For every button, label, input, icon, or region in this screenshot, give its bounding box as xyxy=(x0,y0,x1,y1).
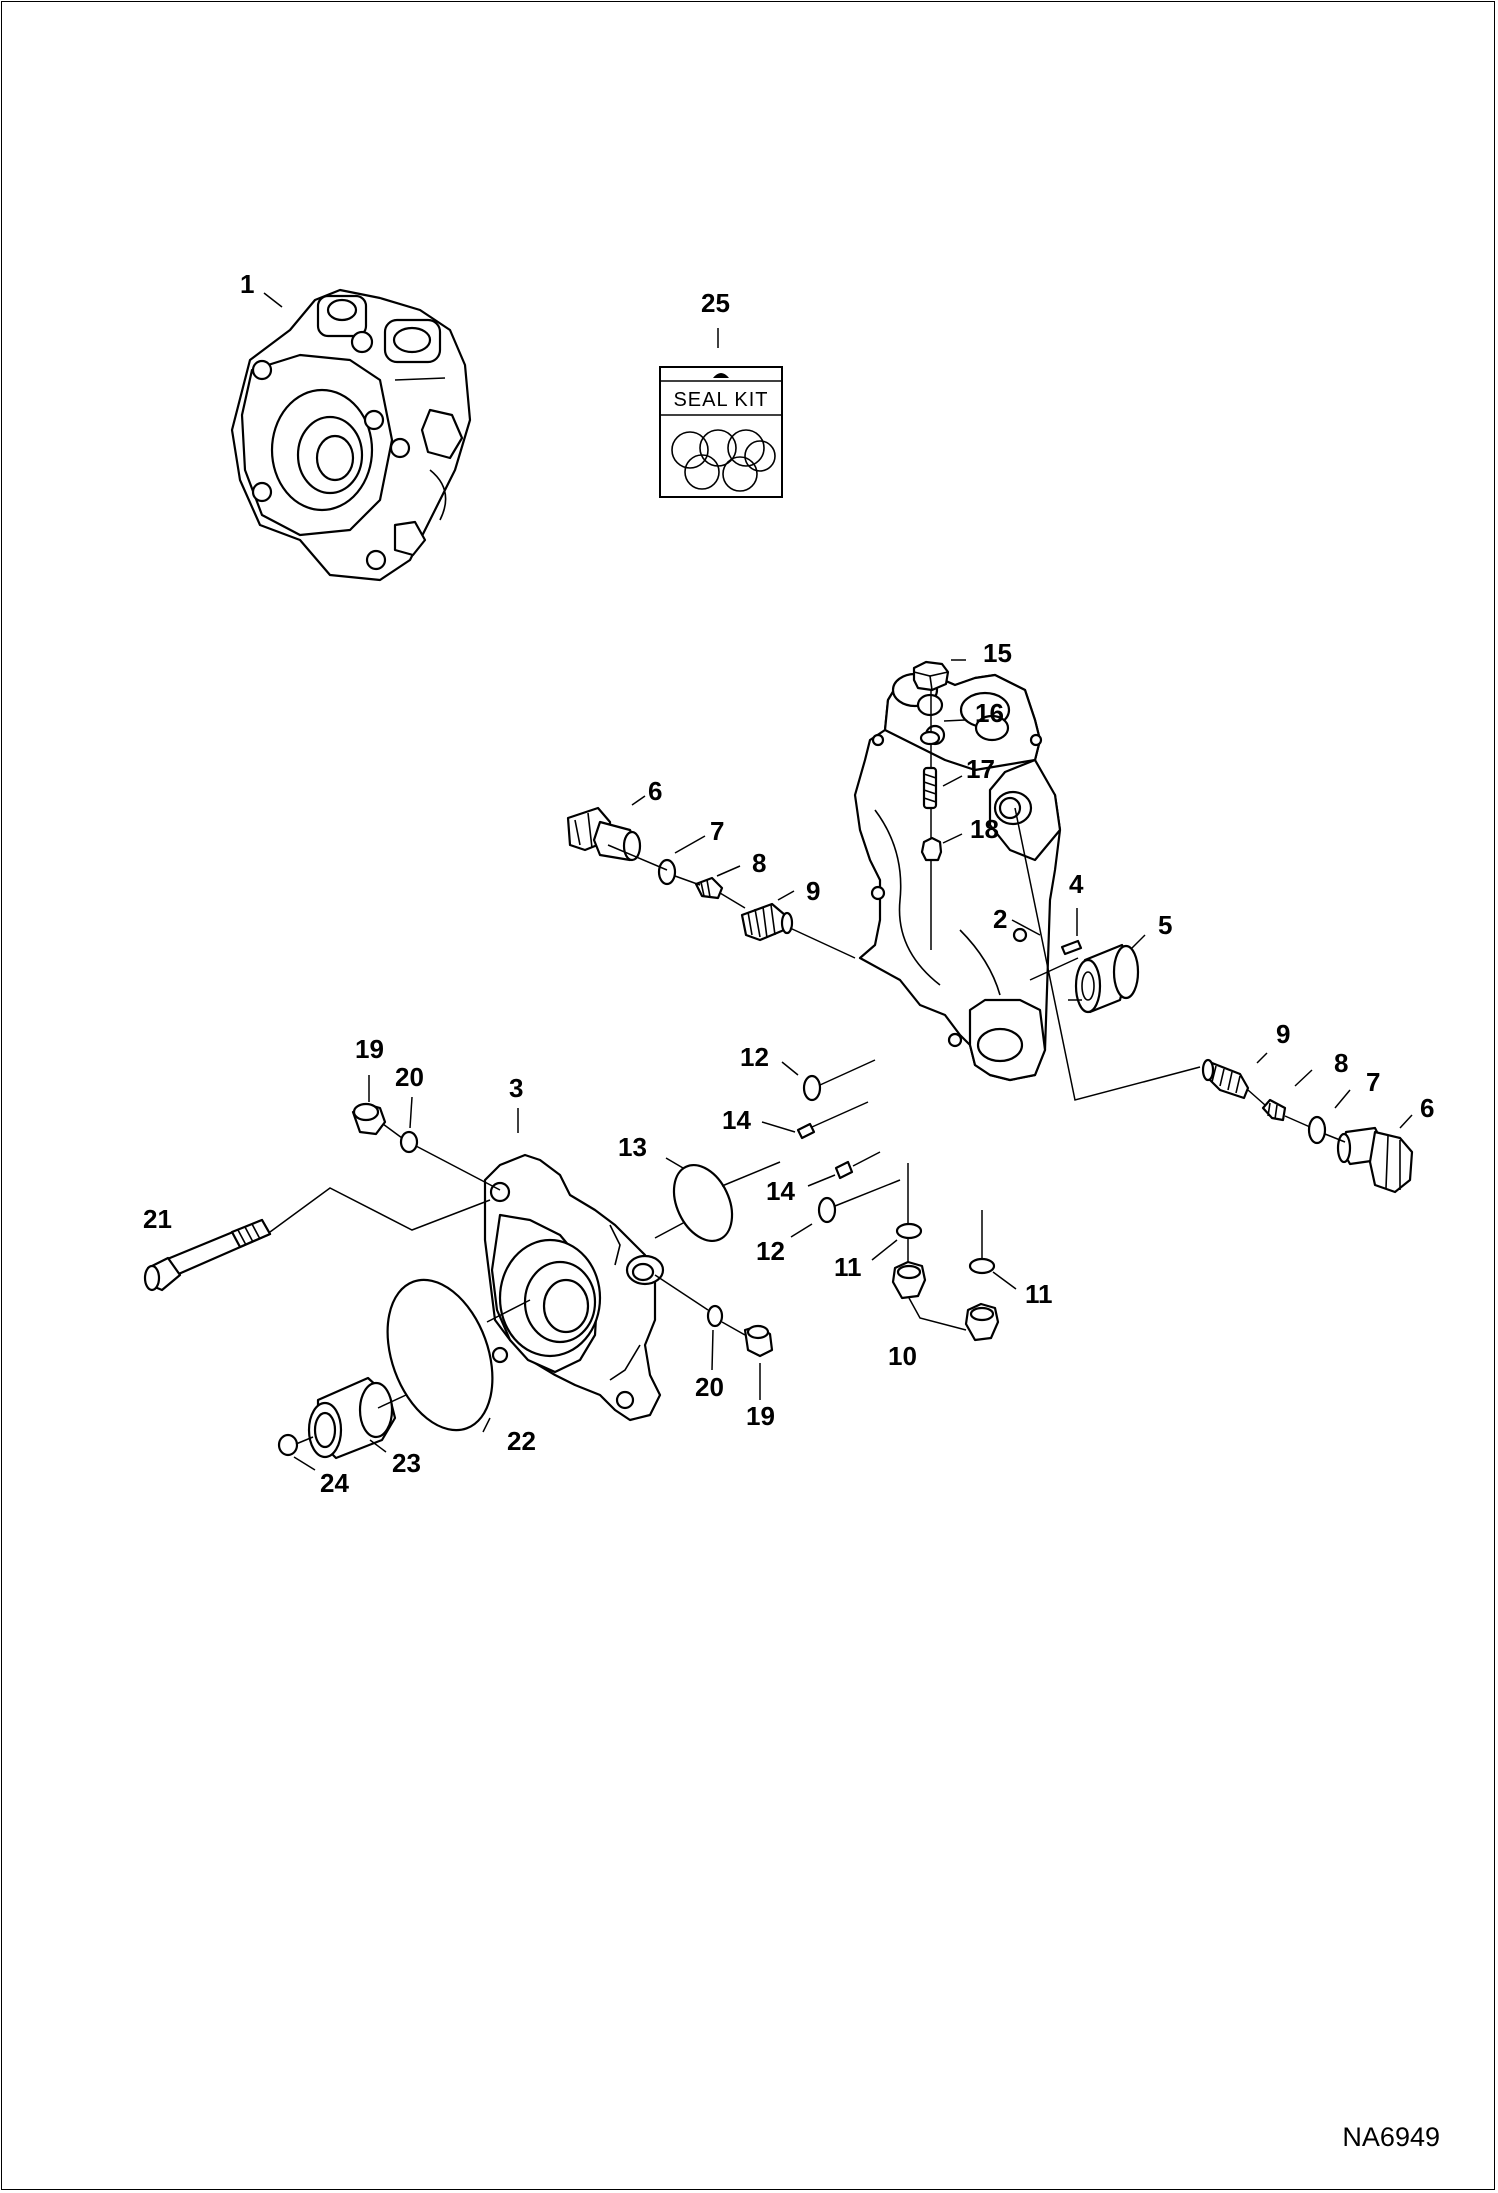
callout-12-upper: 12 xyxy=(740,1042,769,1072)
callout-21: 21 xyxy=(143,1204,172,1234)
callout-7-left: 7 xyxy=(710,816,724,846)
part-8-poppet-right xyxy=(1261,1098,1287,1122)
callout-22: 22 xyxy=(507,1426,536,1456)
part-5-bearing xyxy=(1074,943,1140,1014)
part-10-plug-left xyxy=(891,1260,927,1300)
part-6-relief-valve-left xyxy=(566,806,642,862)
callout-19-left: 19 xyxy=(355,1034,384,1064)
part-19-plug-left xyxy=(351,1102,387,1136)
callout-19-right: 19 xyxy=(746,1401,775,1431)
part-14-pin-lower xyxy=(834,1160,854,1180)
callout-16: 16 xyxy=(975,698,1004,728)
callout-6-left: 6 xyxy=(648,776,662,806)
part-4-pin xyxy=(1060,939,1083,956)
part-16-o-ring xyxy=(919,730,941,746)
part-1-assembled-pump xyxy=(230,288,472,582)
part-7-o-ring-right xyxy=(1307,1115,1327,1145)
callout-20-right: 20 xyxy=(695,1372,724,1402)
callout-5: 5 xyxy=(1158,910,1172,940)
callout-1: 1 xyxy=(240,269,254,299)
part-23-coupler xyxy=(307,1376,397,1460)
part-9-spring-left xyxy=(740,902,794,942)
part-7-o-ring-left xyxy=(657,858,677,886)
callout-8-left: 8 xyxy=(752,848,766,878)
callout-14-lower: 14 xyxy=(766,1176,795,1206)
assembly-center-lines xyxy=(269,690,1346,1445)
part-12-o-ring-lower xyxy=(817,1196,837,1224)
part-20-o-ring-right xyxy=(706,1304,724,1328)
callout-10: 10 xyxy=(888,1341,917,1371)
part-21-cap-screw xyxy=(143,1218,272,1292)
part-22-o-ring xyxy=(386,1278,494,1432)
part-18-poppet xyxy=(920,836,943,862)
callout-labels: 1 25 15 16 17 18 6 7 8 9 2 4 5 9 8 7 6 1… xyxy=(143,269,1434,1498)
callout-13: 13 xyxy=(618,1132,647,1162)
part-3-end-cover xyxy=(483,1153,665,1422)
callout-9-right: 9 xyxy=(1276,1019,1290,1049)
callout-2: 2 xyxy=(993,904,1007,934)
part-20-o-ring-left xyxy=(399,1130,419,1154)
callout-24: 24 xyxy=(320,1468,349,1498)
callout-25: 25 xyxy=(701,288,730,318)
part-15-plug xyxy=(912,660,950,692)
callout-11-left: 11 xyxy=(834,1252,862,1282)
part-25-seal-kit: SEAL KIT xyxy=(659,366,783,498)
part-17-spring xyxy=(922,766,938,810)
part-24-snap-ring xyxy=(277,1433,299,1457)
part-12-o-ring-upper xyxy=(802,1074,822,1102)
callout-23: 23 xyxy=(392,1448,421,1478)
part-2-housing xyxy=(853,670,1062,1082)
part-8-poppet-left xyxy=(694,876,724,900)
part-6-relief-valve-right xyxy=(1336,1126,1414,1194)
part-14-pin-upper xyxy=(796,1122,816,1140)
part-10-plug-right xyxy=(964,1302,1000,1342)
callout-6-right: 6 xyxy=(1420,1093,1434,1123)
part-11-o-ring-left xyxy=(895,1222,923,1240)
callout-18: 18 xyxy=(970,814,999,844)
callout-11-right: 11 xyxy=(1025,1279,1053,1309)
callout-3: 3 xyxy=(509,1073,523,1103)
callout-20-left: 20 xyxy=(395,1062,424,1092)
callout-17: 17 xyxy=(966,754,995,784)
part-19-plug-right xyxy=(743,1324,774,1358)
seal-kit-label: SEAL KIT xyxy=(673,389,768,411)
callout-8-right: 8 xyxy=(1334,1048,1348,1078)
callout-leaders xyxy=(263,292,1413,1471)
callout-4: 4 xyxy=(1069,869,1084,899)
callout-15: 15 xyxy=(983,638,1012,668)
callout-7-right: 7 xyxy=(1366,1067,1380,1097)
drawing-code: NA6949 xyxy=(1342,2122,1440,2152)
part-11-o-ring-right xyxy=(968,1257,996,1275)
part-13-o-ring xyxy=(672,1164,734,1242)
callout-9-left: 9 xyxy=(806,876,820,906)
part-9-spring-right xyxy=(1201,1058,1250,1100)
callout-14-upper: 14 xyxy=(722,1105,751,1135)
callout-12-lower: 12 xyxy=(756,1236,785,1266)
